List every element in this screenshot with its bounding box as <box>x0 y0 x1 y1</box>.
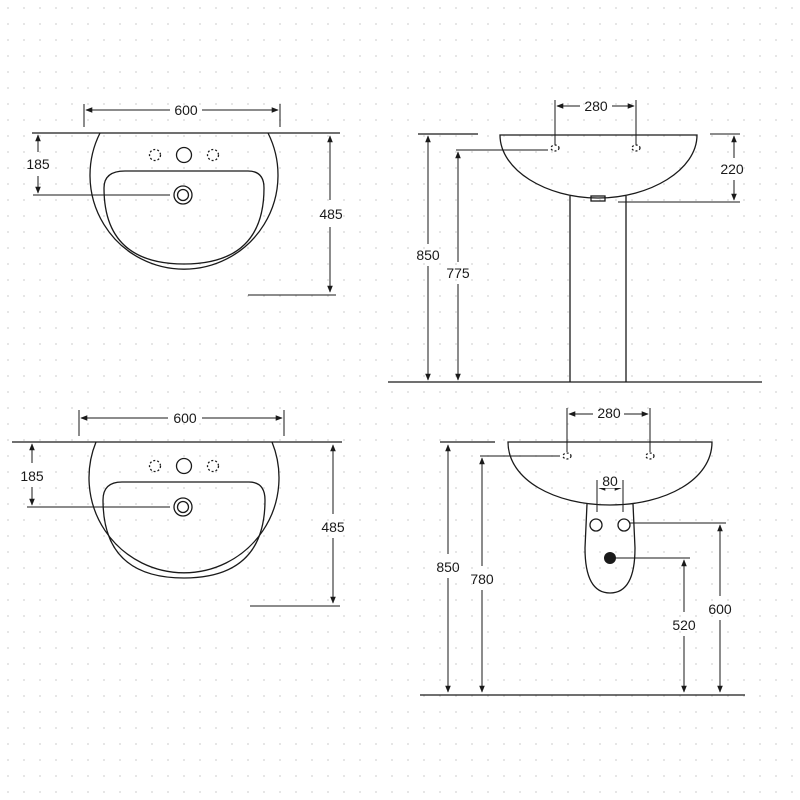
hole-spacing-label: 280 <box>584 98 608 114</box>
tap-hole-left <box>148 459 162 473</box>
inner-height-label: 775 <box>446 265 470 281</box>
tap-hole-center <box>175 457 193 475</box>
tap-hole-left <box>148 148 162 162</box>
drain-inner <box>176 188 190 202</box>
inner-bowl <box>102 481 266 579</box>
bowl-depth-label: 220 <box>720 161 744 177</box>
tap-hole-right <box>645 452 655 460</box>
tap-offset-label: 185 <box>20 468 44 484</box>
center-spacing-label: 80 <box>602 473 618 489</box>
plan-view-bottom: 600 185 485 <box>12 410 345 607</box>
tap-hole-right <box>631 144 641 152</box>
tap-hole-right <box>206 148 220 162</box>
tap-offset-label: 185 <box>26 156 50 172</box>
plan-view-top: 600 185 485 <box>26 102 343 296</box>
tap-hole-center <box>175 146 193 164</box>
inner-height-label: 780 <box>470 571 494 587</box>
basin-side-profile <box>499 134 698 199</box>
drain-outlet <box>604 552 616 564</box>
total-height-label: 850 <box>436 559 460 575</box>
hole-spacing-label: 280 <box>597 405 621 421</box>
inner-bowl <box>103 170 265 265</box>
tap-hole-left <box>562 452 572 460</box>
basin-outline <box>88 441 280 574</box>
depth-dimension-label: 485 <box>321 519 345 535</box>
drain-inner <box>176 500 190 514</box>
fixing-height-label: 600 <box>708 601 732 617</box>
width-dimension-label: 600 <box>173 410 197 426</box>
basin-side-profile <box>507 441 713 506</box>
fixing-hole-left <box>589 518 603 532</box>
total-height-label: 850 <box>416 247 440 263</box>
semi-pedestal <box>584 503 636 594</box>
drain-outlet <box>590 195 606 202</box>
tap-hole-left <box>550 144 560 152</box>
width-dimension-label: 600 <box>174 102 198 118</box>
drain-height-label: 520 <box>672 617 696 633</box>
fixing-hole-right <box>617 518 631 532</box>
label-backing <box>598 474 622 488</box>
side-view-pedestal: 280 220 850 775 <box>388 98 762 383</box>
side-view-wall-hung: 280 80 850 780 520 600 <box>420 405 745 696</box>
depth-dimension-label: 485 <box>319 206 343 222</box>
tap-hole-right <box>206 459 220 473</box>
basin-outline <box>89 132 279 270</box>
